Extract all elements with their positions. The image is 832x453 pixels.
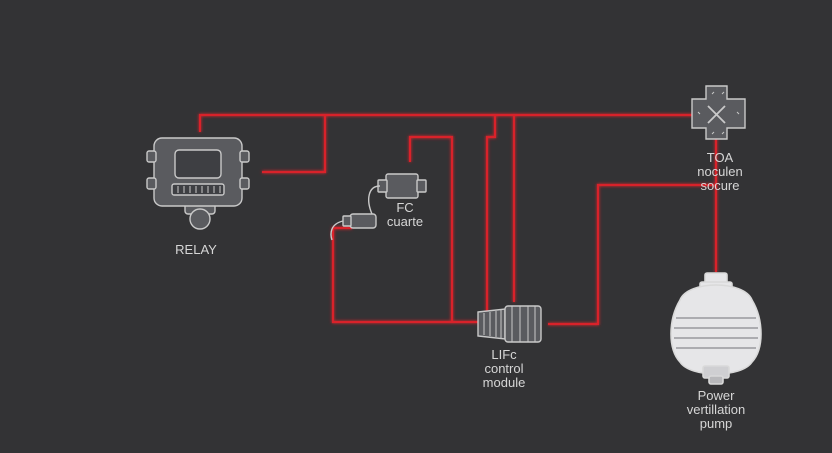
- fc-label-line-1: FC: [396, 200, 414, 215]
- wire-module-top-1: [485, 115, 497, 322]
- relay-label: RELAY: [175, 243, 217, 257]
- toa-label-line-3: socure: [700, 178, 740, 193]
- relay-label-text: RELAY: [175, 242, 217, 257]
- wire-top-bus: [198, 113, 695, 132]
- wire-relay-feed: [262, 115, 327, 174]
- toa-source-icon: [691, 85, 746, 140]
- toa-source-label: TOA noculen socure: [697, 151, 743, 193]
- control-module-label: LIFc control module: [483, 348, 526, 390]
- wire-fc-top: [408, 135, 454, 322]
- toa-label-line-1: TOA: [706, 150, 734, 165]
- control-module-label-line-3: module: [482, 375, 526, 390]
- wire-group: [198, 113, 718, 326]
- pump-label-line-3: pump: [699, 416, 733, 431]
- pump-label-line-1: Power: [697, 388, 735, 403]
- relay-icon: [146, 137, 250, 230]
- pump-icon: [670, 272, 762, 385]
- fc-sensor-label: FC cuarte: [387, 201, 423, 229]
- control-module-label-line-1: LIFc: [491, 347, 517, 362]
- wire-fc-left: [331, 226, 478, 324]
- control-module-icon: [477, 305, 542, 343]
- pump-label: Power vertillation pump: [687, 389, 746, 431]
- fc-label-line-2: cuarte: [386, 214, 424, 229]
- toa-label-line-2: noculen: [697, 164, 743, 179]
- pump-label-line-2: vertillation: [686, 402, 746, 417]
- control-module-label-line-2: control: [484, 361, 524, 376]
- wire-module-right: [548, 183, 716, 326]
- fc-sensor-icon: [330, 173, 427, 241]
